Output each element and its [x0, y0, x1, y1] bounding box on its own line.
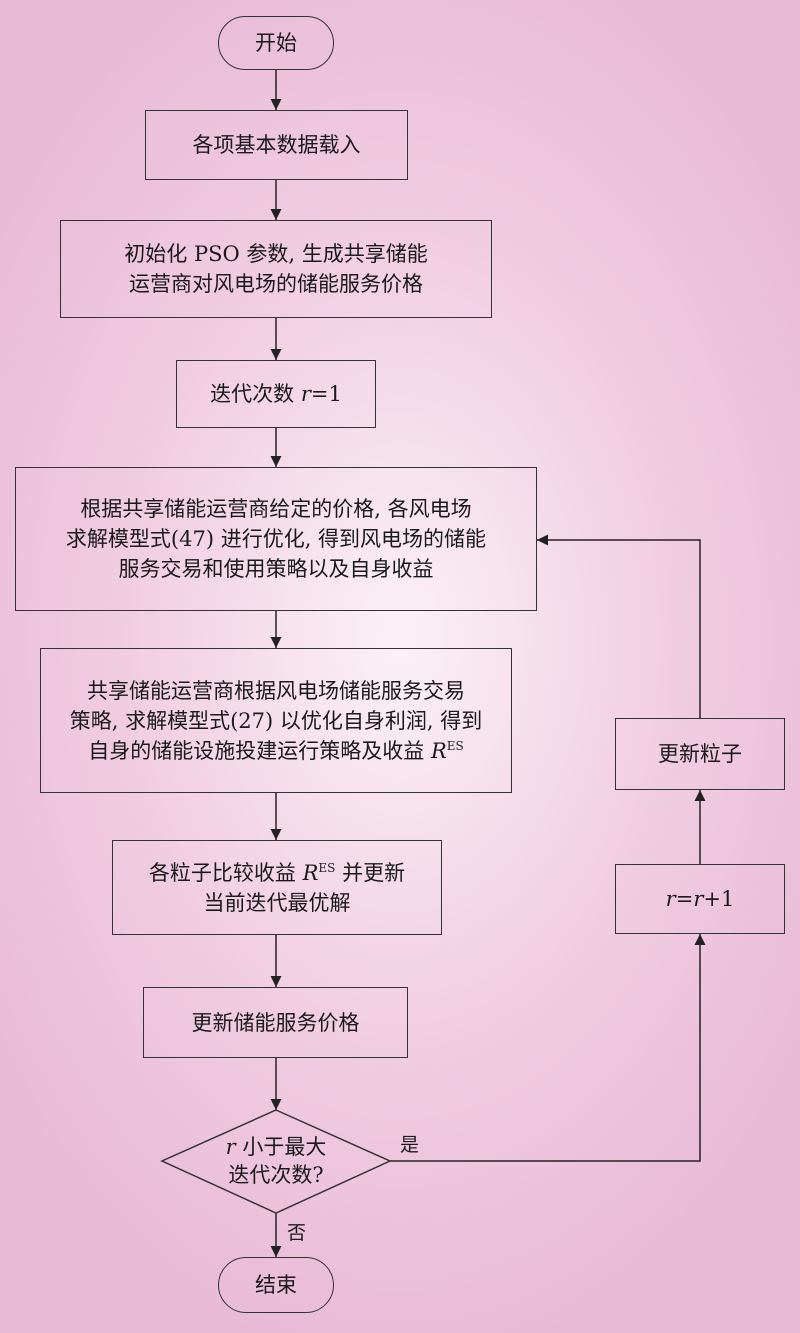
increment-var-r-1: r [665, 887, 676, 911]
increment-var-r-2: r [693, 887, 704, 911]
increment-node: r=r+1 [615, 864, 785, 934]
update-price-label: 更新储能服务价格 [191, 1010, 360, 1035]
operator-var-sup: ES [446, 738, 464, 753]
end-label: 结束 [255, 1273, 297, 1297]
edge-decision-yes-to-increment [390, 934, 706, 1162]
wind-farm-line-1: 根据共享储能运营商给定的价格, 各风电场 [80, 497, 472, 521]
operator-line-1: 共享储能运营商根据风电场储能服务交易 [86, 678, 465, 703]
operator-line-2: 策略, 求解模型式(27) 以优化自身利润, 得到 [69, 708, 483, 733]
decision-line-2: 迭代次数? [228, 1163, 324, 1187]
compare-line-1-pre: 各粒子比较收益 [148, 860, 303, 885]
edge-label-no: 否 [287, 1222, 307, 1244]
edge-update-particles-to-windfarm [537, 534, 701, 718]
wind-farm-optimization-node: 根据共享储能运营商给定的价格, 各风电场 求解模型式(47) 进行优化, 得到风… [15, 467, 537, 611]
load-data-node: 各项基本数据载入 [145, 110, 408, 180]
compare-line-1-post: 并更新 [335, 860, 406, 885]
decision-line-1: 小于最大 [235, 1135, 327, 1159]
edge-label-yes: 是 [400, 1134, 420, 1156]
decision-label: r 小于最大 迭代次数? [176, 1133, 376, 1189]
start-label: 开始 [255, 31, 297, 55]
wind-farm-line-2: 求解模型式(47) 进行优化, 得到风电场的储能 [65, 527, 487, 551]
end-node: 结束 [218, 1257, 334, 1313]
compare-line-2: 当前迭代最优解 [203, 890, 351, 915]
init-pso-node: 初始化 PSO 参数, 生成共享储能 运营商对风电场的储能服务价格 [60, 220, 492, 318]
wind-farm-line-3: 服务交易和使用策略以及自身收益 [118, 557, 434, 581]
init-pso-line-2: 运营商对风电场的储能服务价格 [129, 272, 423, 296]
operator-line-3: 自身的储能设施投建运行策略及收益 [88, 738, 431, 763]
update-price-node: 更新储能服务价格 [143, 987, 408, 1058]
increment-plus-one: +1 [703, 887, 735, 911]
compare-node: 各粒子比较收益 RES 并更新 当前迭代最优解 [112, 840, 442, 935]
increment-equals: = [675, 887, 694, 911]
operator-optimization-node: 共享储能运营商根据风电场储能服务交易 策略, 求解模型式(27) 以优化自身利润… [40, 648, 512, 793]
compare-var-sup: ES [318, 860, 336, 875]
iteration-init-value: =1 [310, 382, 342, 406]
decision-var-r: r [225, 1135, 236, 1159]
load-data-label: 各项基本数据载入 [192, 133, 361, 157]
start-node: 开始 [218, 16, 334, 70]
operator-var-r: R [430, 738, 447, 763]
update-particles-node: 更新粒子 [615, 718, 785, 790]
compare-var-r: R [302, 860, 319, 885]
update-particles-label: 更新粒子 [658, 742, 742, 766]
iteration-var-r: r [300, 382, 311, 406]
decision-diamond [160, 1109, 392, 1214]
init-pso-line-1: 初始化 PSO 参数, 生成共享储能 [124, 242, 428, 266]
iteration-init-text: 迭代次数 [210, 382, 301, 406]
iteration-init-node: 迭代次数 r=1 [176, 360, 376, 428]
